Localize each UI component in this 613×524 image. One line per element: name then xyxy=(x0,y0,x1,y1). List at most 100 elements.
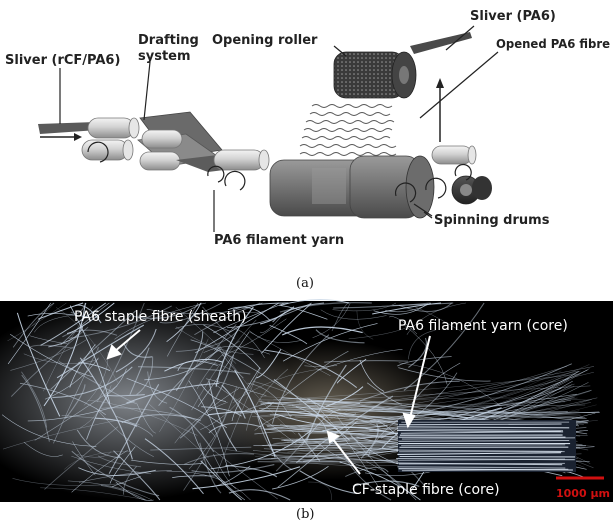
fibre-strand xyxy=(100,484,146,501)
fibre-strand xyxy=(166,470,251,501)
fibre-strand xyxy=(206,378,267,397)
input-roller-pair xyxy=(81,117,140,161)
fibre-strand xyxy=(159,338,209,433)
delivery-roller xyxy=(213,149,270,171)
fibre-strand xyxy=(333,302,431,309)
fibre-strand xyxy=(182,414,216,437)
fibre-strand xyxy=(34,314,75,333)
fibre-strand xyxy=(245,368,289,431)
fibre-strand xyxy=(271,334,330,424)
fibre-strand xyxy=(68,305,172,339)
fibre-strand xyxy=(27,313,92,318)
fibre-strand xyxy=(132,302,202,319)
fibre-strand xyxy=(188,410,228,470)
fibre-strand xyxy=(214,324,237,351)
fibre-strand xyxy=(101,407,192,419)
fibre-strand xyxy=(398,367,491,382)
fibre-strand xyxy=(230,327,265,359)
fibre-strand xyxy=(175,330,239,352)
fibre-strand xyxy=(277,420,358,488)
fibre-strand xyxy=(408,337,427,368)
filament-strand xyxy=(398,462,565,465)
fibre-strand xyxy=(191,464,275,474)
fibre-strand xyxy=(95,408,154,458)
fibre-strand xyxy=(144,438,204,495)
fibre-strand xyxy=(312,302,351,339)
fibre-strand xyxy=(40,302,107,346)
fibre-strand xyxy=(23,353,99,364)
label-drafting-system-2: system xyxy=(138,49,191,64)
caption-b: (b) xyxy=(296,507,314,522)
fibre-strand xyxy=(279,299,350,307)
fibre-strand xyxy=(269,325,308,345)
fibre-strand xyxy=(149,404,209,459)
fibre-strand xyxy=(113,450,161,501)
fibre-strand xyxy=(121,414,201,424)
fibre-strand xyxy=(175,307,237,364)
fibre-strand xyxy=(48,325,84,348)
fibre-strand xyxy=(398,302,453,312)
label-filament-core: PA6 filament yarn (core) xyxy=(398,318,568,334)
fibre-strand xyxy=(294,372,594,417)
fibre-strand xyxy=(76,429,121,459)
rotation-arrows xyxy=(87,141,472,203)
fibre-strand xyxy=(67,480,153,501)
fibre-strand xyxy=(58,360,137,405)
fibre-strand xyxy=(123,466,137,495)
fibre-strand xyxy=(71,450,160,497)
fibre-strand xyxy=(223,448,313,457)
fibre-strand xyxy=(10,339,87,371)
fibre-strand xyxy=(348,326,409,340)
filament-strand xyxy=(398,458,566,462)
fibre-strand xyxy=(1,414,97,447)
fibre-strand xyxy=(213,302,285,334)
fibre-strand xyxy=(66,302,115,334)
fibre-strand xyxy=(7,302,67,342)
fibre-strand xyxy=(190,339,286,390)
fibre-strand xyxy=(273,373,577,401)
fibre-strand xyxy=(300,397,590,408)
fibre-strand xyxy=(315,329,365,344)
filament-strand xyxy=(398,439,570,442)
fibre-strand xyxy=(296,400,587,423)
fibre-strand xyxy=(16,312,61,417)
fibre-strand xyxy=(336,358,367,384)
fibre-strand xyxy=(29,344,74,349)
fibre-strand xyxy=(232,368,326,404)
fibre-strand xyxy=(385,302,432,313)
fibre-strand xyxy=(258,407,600,414)
label-opening-roller: Opening roller xyxy=(212,33,318,48)
fibre-strand xyxy=(256,349,282,379)
filament-core-bundle xyxy=(396,420,576,472)
label-drafting-system-1: Drafting xyxy=(138,33,199,48)
fibre-strand xyxy=(389,316,418,335)
fibre-strand xyxy=(403,302,485,391)
fibre-strand xyxy=(191,319,257,411)
fibre-strand xyxy=(44,426,119,490)
fibre-strand xyxy=(251,366,595,417)
opening-roller xyxy=(333,51,417,99)
fibre-strand xyxy=(213,453,237,489)
fibre-strand xyxy=(325,386,364,407)
fibre-strand xyxy=(264,349,358,389)
filament-strand xyxy=(400,430,561,434)
fibre-strand xyxy=(267,401,568,413)
take-up-rollers xyxy=(431,145,492,205)
fibre-strand xyxy=(299,470,358,495)
fibre-strand xyxy=(172,475,215,479)
fibre-strand xyxy=(52,366,133,399)
opened-fibre-cloud xyxy=(299,104,397,156)
spinning-drum-right xyxy=(349,155,435,219)
fibre-strand xyxy=(232,302,289,311)
fibre-strand xyxy=(213,383,297,445)
fibre-strand xyxy=(332,302,397,312)
panel-a-diagram: Sliver (rCF/PA6) Drafting system Opening… xyxy=(5,9,610,291)
fibre-strand xyxy=(72,441,96,476)
fibre-strand xyxy=(79,357,133,460)
panel-b-photo: PA6 staple fibre (sheath) PA6 filament y… xyxy=(0,299,613,522)
scale-bar-label: 1000 μm xyxy=(556,487,610,500)
fibre-strand xyxy=(62,329,118,338)
fibre-strand xyxy=(77,451,112,458)
fibre-strand xyxy=(275,433,310,472)
fibre-strand xyxy=(166,302,199,357)
